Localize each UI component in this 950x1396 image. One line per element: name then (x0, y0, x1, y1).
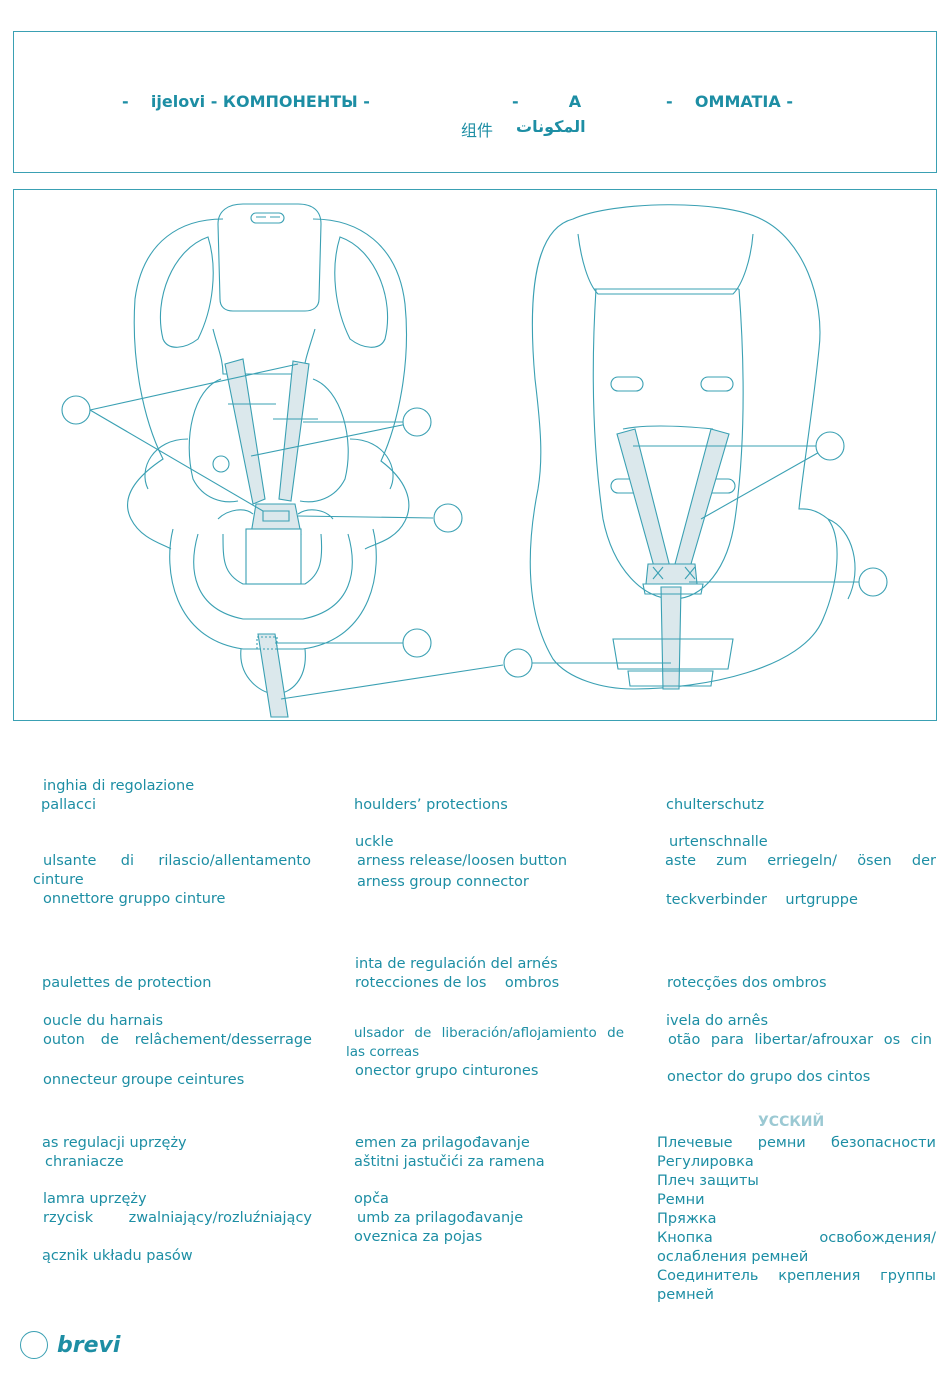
legend-item: oveznica za pojas (354, 1229, 483, 1245)
front-seat-drawing (89, 203, 504, 718)
legend-english: houlders’ protections uckle arness relea… (354, 796, 624, 892)
legend-item: paulettes de protection (42, 975, 212, 991)
legend-item: Плеч защиты (657, 1173, 759, 1189)
header-components-left: - ijelovi - КОМПОНЕНТЫ - (122, 92, 370, 111)
callout-circle (61, 395, 91, 425)
legend-item: arness group connector (357, 874, 529, 890)
header-components-right: - OMMATIA - (666, 92, 793, 111)
legend-item: lamra uprzęży (43, 1191, 147, 1207)
legend-item: pallacci (41, 797, 97, 813)
legend-item: ослабления ремней (657, 1249, 809, 1265)
legend-item: ivela do arnês (666, 1013, 768, 1029)
legend-item: emen za prilagođavanje (355, 1135, 530, 1151)
legend-item: uckle (355, 834, 394, 850)
callout-circle (433, 503, 463, 533)
header-components-chinese: 组件 (461, 121, 494, 140)
legend-item: umb za prilagođavanje (357, 1210, 524, 1226)
callout-circle (503, 648, 533, 678)
legend-item: las correas (346, 1044, 420, 1060)
legend-item: teckverbinder urtgruppe (666, 892, 858, 908)
legend-item: arness release/loosen button (357, 853, 568, 869)
legend-item: chulterschutz (666, 797, 765, 813)
car-seat-illustration (61, 203, 888, 718)
russian-section-title: УССКИЙ (758, 1114, 825, 1130)
back-seat-drawing (529, 204, 873, 690)
legend-item: ącznik układu pasów (42, 1248, 193, 1264)
legend-item: oucle du harnais (43, 1013, 164, 1029)
legend-item: urtenschnalle (669, 834, 768, 850)
legend-item: opča (354, 1191, 389, 1207)
callout-circles (61, 395, 888, 678)
header-frame (13, 31, 937, 173)
header-components-mid: - A (512, 92, 582, 111)
legend-item: rotecciones de los ombros (355, 975, 560, 991)
legend-item: rotecções dos ombros (667, 975, 827, 991)
callout-circle (402, 628, 432, 658)
legend-item: aštitni jastučići za ramena (354, 1154, 545, 1170)
legend-item: Пряжка (657, 1211, 717, 1227)
legend-spanish: inta de regulación del arnés rotecciones… (346, 955, 624, 1081)
legend-item: onector grupo cinturones (355, 1063, 539, 1079)
legend-item: chraniacze (45, 1154, 124, 1170)
legend-item: onnettore gruppo cinture (43, 891, 226, 907)
header-components-arabic: المكونات (516, 117, 586, 136)
legend-item: ремней (657, 1287, 714, 1303)
callout-circle (858, 567, 888, 597)
legend-item: onnecteur groupe ceintures (43, 1072, 245, 1088)
legend-item: inghia di regolazione (43, 778, 195, 794)
page-number-circle (20, 1331, 48, 1359)
legend-french: paulettes de protection oucle du harnais… (42, 974, 312, 1090)
callout-circle (402, 407, 432, 437)
legend-croatian: emen za prilagođavanje aštitni jastučići… (354, 1134, 624, 1247)
legend-item: houlders’ protections (354, 797, 508, 813)
legend-item: cinture (33, 872, 84, 888)
legend-polish: as regulacji uprzęży chraniacze lamra up… (42, 1134, 312, 1266)
legend-item: as regulacji uprzęży (42, 1135, 187, 1151)
legend-item: Ремни (657, 1192, 705, 1208)
figure-frame (13, 189, 937, 721)
callout-circle (815, 431, 845, 461)
legend-item: inta de regulación del arnés (355, 956, 558, 972)
brand-logo: brevi (57, 1333, 121, 1358)
legend-item: onector do grupo dos cintos (667, 1069, 871, 1085)
legend-portuguese: rotecções dos ombros ivela do arnês otão… (666, 974, 932, 1087)
legend-item: Регулировка (657, 1154, 754, 1170)
